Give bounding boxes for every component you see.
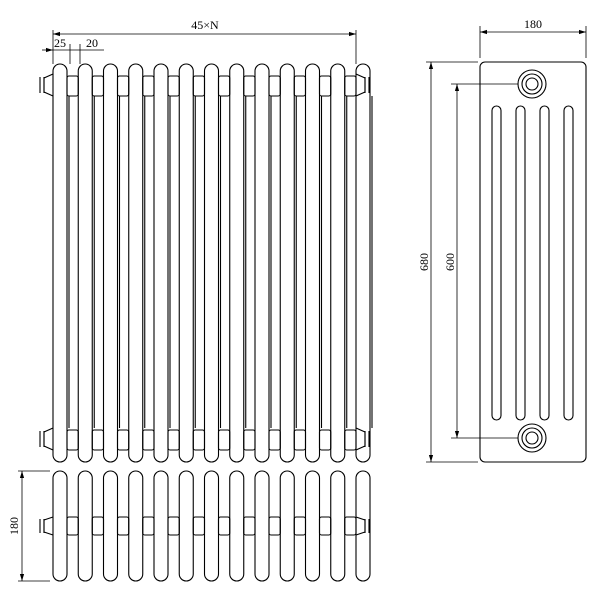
right-outlet-valve <box>355 73 370 451</box>
bottom-header-nipple <box>293 429 307 451</box>
plan-column <box>178 470 194 582</box>
top-header-nipple <box>293 75 307 97</box>
top-header-nipple <box>167 75 180 97</box>
front-width-dimension: 45×N <box>52 18 357 64</box>
front-column <box>203 63 220 463</box>
plan-header-nipple <box>142 516 155 536</box>
plan-column <box>330 470 346 582</box>
bottom-header-nipple <box>116 429 130 451</box>
front-column <box>254 63 270 463</box>
bottom-header-nipple <box>142 429 155 451</box>
top-header-nipple <box>243 75 256 97</box>
plan-depth-label: 180 <box>7 517 21 535</box>
plan-column <box>52 470 68 582</box>
plan-header-nipple <box>66 516 79 536</box>
top-header-nipple <box>116 75 130 97</box>
center-distance-dimension: 600 <box>443 83 518 439</box>
bottom-header-nipple <box>318 429 332 451</box>
plan-header-nipple <box>91 516 105 536</box>
plan-column <box>203 470 220 582</box>
top-header-nipple <box>318 75 332 97</box>
front-column <box>153 63 169 463</box>
side-depth-dimension: 180 <box>479 17 587 58</box>
column-pitch-dimension: 25 20 <box>42 36 104 64</box>
side-depth-label: 180 <box>524 17 542 31</box>
plan-column <box>128 470 144 582</box>
bottom-header-nipple <box>344 429 357 451</box>
front-column <box>304 63 321 463</box>
front-column <box>229 63 245 463</box>
plan-header-nipple <box>293 516 307 536</box>
side-tube-slot <box>491 105 502 421</box>
bottom-connection-port <box>517 423 547 453</box>
bottom-header-nipple <box>243 429 256 451</box>
column-pitch-label: 25 <box>54 36 66 50</box>
top-header-nipple <box>268 75 281 97</box>
plan-column <box>229 470 245 582</box>
plan-header-nipple <box>167 516 180 536</box>
top-header-nipple <box>344 75 357 97</box>
plan-depth-dimension: 180 <box>7 470 50 582</box>
top-header-nipple <box>192 75 206 97</box>
center-distance-label: 600 <box>443 253 457 271</box>
side-view <box>479 61 587 463</box>
plan-column <box>153 470 169 582</box>
column-gap-label: 20 <box>86 36 98 50</box>
plan-columns <box>52 470 371 582</box>
plan-header-nipple <box>192 516 206 536</box>
top-connection-port <box>517 69 547 99</box>
front-column <box>128 63 144 463</box>
plan-column <box>77 470 93 582</box>
plan-view <box>39 470 371 582</box>
top-header-nipple <box>91 75 105 97</box>
side-tube-slot <box>539 105 550 421</box>
plan-header-nipple <box>268 516 281 536</box>
plan-header-nipple <box>217 516 231 536</box>
plan-header-nipple <box>344 516 357 536</box>
bottom-header-nipple <box>167 429 180 451</box>
front-column <box>330 63 346 463</box>
overall-height-label: 680 <box>417 253 431 271</box>
plan-left-valve <box>39 516 54 536</box>
plan-column <box>279 470 295 582</box>
plan-column <box>254 470 270 582</box>
front-column <box>77 63 93 463</box>
bottom-header-nipple <box>66 429 79 451</box>
plan-column <box>355 470 371 582</box>
front-view <box>39 63 373 463</box>
left-inlet-valve <box>39 73 54 451</box>
overall-height-dimension: 680 <box>417 61 478 463</box>
bottom-header-nipple <box>268 429 281 451</box>
top-header-nipple <box>66 75 79 97</box>
side-tube-slot <box>515 105 526 421</box>
side-tubes <box>491 105 574 421</box>
front-width-label: 45×N <box>191 18 219 32</box>
front-column <box>355 63 371 463</box>
plan-column <box>102 470 119 582</box>
plan-right-valve <box>355 516 370 536</box>
bottom-header-nipple <box>217 429 231 451</box>
front-column <box>279 63 295 463</box>
plan-header-nipple <box>116 516 130 536</box>
front-column <box>102 63 119 463</box>
front-columns <box>52 63 373 463</box>
plan-header-nipple <box>243 516 256 536</box>
bottom-header-nipple <box>192 429 206 451</box>
front-column <box>52 63 68 463</box>
top-header-nipple <box>142 75 155 97</box>
front-column <box>178 63 194 463</box>
side-tube-slot <box>563 105 574 421</box>
plan-column <box>304 470 321 582</box>
top-header-nipple <box>217 75 231 97</box>
bottom-header-nipple <box>91 429 105 451</box>
plan-header-nipple <box>318 516 332 536</box>
